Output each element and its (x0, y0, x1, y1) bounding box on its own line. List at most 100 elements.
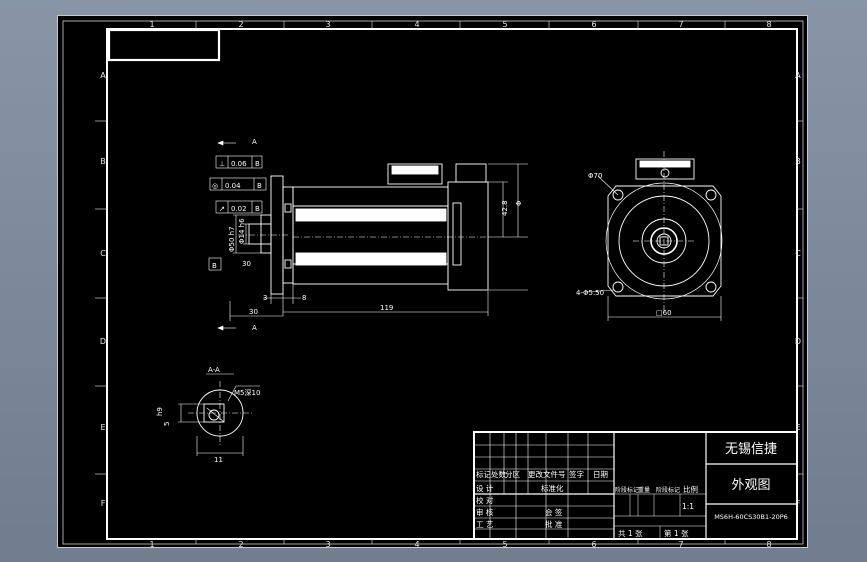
dim-3: 3 (263, 294, 267, 302)
part-number: MS6H-60CS30B1-20P6 (714, 513, 788, 521)
zone-row-d-right: D (795, 337, 801, 346)
row-sign2: 会 签 (545, 507, 563, 517)
mount-hole-bl (612, 281, 624, 293)
title-block-labels: 无锡信捷 外观图 MS6H-60CS30B1-20P6 标记 处数 分区 更改文… (476, 442, 788, 538)
company-name: 无锡信捷 (725, 442, 777, 457)
section-view (178, 373, 260, 456)
zone-col-7: 7 (678, 20, 683, 29)
datum-box (208, 257, 222, 271)
zone-col-6: 6 (591, 20, 596, 29)
drawing-sheet: 1 2 3 4 5 6 7 8 1 2 3 4 5 6 7 8 A B C D (57, 15, 808, 549)
side-view (238, 163, 489, 295)
dim-119: 119 (380, 304, 393, 312)
zone-col-7-bottom: 7 (678, 540, 683, 549)
col-count: 处数 (491, 469, 506, 479)
scale-value: 1:1 (682, 502, 694, 511)
zone-col-3-bottom: 3 (325, 540, 330, 549)
tol-frame-concentricity (209, 177, 267, 191)
zone-col-4: 4 (414, 20, 419, 29)
tol-frame-runout (215, 200, 263, 214)
row-process: 工 艺 (476, 520, 493, 529)
body-stripe-top (295, 208, 447, 222)
tol-frame-perpendicularity (215, 155, 263, 169)
dim-mount-holes: 4-Φ5.50 (576, 289, 604, 297)
dim-8: 8 (302, 294, 306, 302)
dim-h9: h9 (156, 407, 164, 416)
stage-label-2: 阶段标记 (656, 486, 680, 494)
zone-col-1: 1 (149, 20, 154, 29)
zone-row-b-right: B (795, 157, 801, 166)
scale-label: 比例 (683, 484, 698, 494)
mount-hole-tr (705, 189, 717, 201)
zone-row-d: D (100, 337, 106, 346)
row-design: 设 计 (476, 483, 494, 493)
motor-body (292, 186, 449, 285)
zone-row-f-right: F (796, 499, 801, 508)
zone-col-5: 5 (502, 20, 507, 29)
body-stripe-bottom (295, 252, 447, 266)
row-check: 校 对 (476, 495, 494, 505)
front-view (585, 151, 723, 321)
datum-label: B (212, 262, 217, 270)
dim-key-length: 30 (242, 260, 251, 268)
mount-hole-tl (612, 189, 624, 201)
tol-perp-value: 0.06 (231, 160, 247, 168)
section-title: A-A (208, 366, 220, 374)
dim-11: 11 (214, 456, 223, 464)
zone-col-3: 3 (325, 20, 330, 29)
outer-frame (62, 20, 804, 545)
col-docno: 更改文件号 (528, 469, 566, 479)
rear-cap (447, 181, 489, 291)
side-view-labels: A A ⊥ 0.06 B ◎ 0.04 B ↗ 0.02 B B Φ50 h7 … (212, 138, 523, 332)
tol-conc-symbol: ◎ (212, 182, 218, 190)
zone-row-c-right: C (795, 249, 801, 258)
dim-thread: M5深10 (234, 388, 260, 397)
zone-labels: 1 2 3 4 5 6 7 8 1 2 3 4 5 6 7 8 A B C D (95, 20, 803, 549)
sheets-number: 第 1 张 (664, 528, 689, 538)
tol-perp-ref: B (255, 160, 260, 168)
dim-5: 5 (163, 422, 171, 426)
zone-row-b: B (100, 157, 106, 166)
weight-label: 重量 (638, 486, 650, 494)
tol-conc-value: 0.04 (225, 182, 241, 190)
tol-run-ref: B (255, 205, 260, 213)
stage-label: 阶段标记 (615, 486, 639, 494)
dim-phi: Φ (515, 200, 523, 206)
row-approve: 批 准 (545, 519, 563, 529)
section-marker-bottom: A (252, 324, 257, 332)
col-mark: 标记 (476, 469, 491, 479)
col-sign: 签字 (569, 469, 584, 479)
row-review: 审 核 (476, 507, 494, 517)
zone-col-2-bottom: 2 (238, 540, 243, 549)
shaft (248, 223, 272, 245)
zone-row-e-right: E (795, 423, 800, 432)
section-view-labels: A-A M5深10 5 h9 11 (156, 366, 260, 464)
tol-conc-ref: B (257, 182, 262, 190)
zone-col-8: 8 (766, 20, 771, 29)
zone-row-e: E (100, 423, 105, 432)
front-view-labels: Φ70 4-Φ5.50 □60 (576, 172, 672, 317)
inner-frame (106, 28, 798, 540)
zone-col-2: 2 (238, 20, 243, 29)
connector-encoder (455, 163, 487, 183)
dim-flange-square: □60 (656, 309, 672, 317)
tol-run-symbol: ↗ (219, 205, 225, 213)
row-standard: 标准化 (541, 483, 564, 493)
side-view-annotations (208, 140, 528, 331)
tol-run-value: 0.02 (231, 205, 247, 213)
dim-pcd: Φ70 (588, 172, 602, 180)
dim-pilot: Φ50 h7 (228, 226, 236, 252)
dim-30: 30 (249, 308, 258, 316)
zone-col-4-bottom: 4 (414, 540, 419, 549)
title-block (473, 431, 798, 540)
dim-42-8: 42.8 (501, 200, 509, 216)
mount-hole-br (705, 281, 717, 293)
zone-row-c: C (100, 249, 106, 258)
zone-row-a-right: A (795, 71, 801, 80)
section-marker-top: A (252, 138, 257, 146)
drawing-canvas: 1 2 3 4 5 6 7 8 1 2 3 4 5 6 7 8 A B C D (62, 20, 804, 549)
col-zone: 分区 (505, 470, 520, 479)
front-flange (607, 185, 722, 297)
code-box (107, 28, 221, 62)
